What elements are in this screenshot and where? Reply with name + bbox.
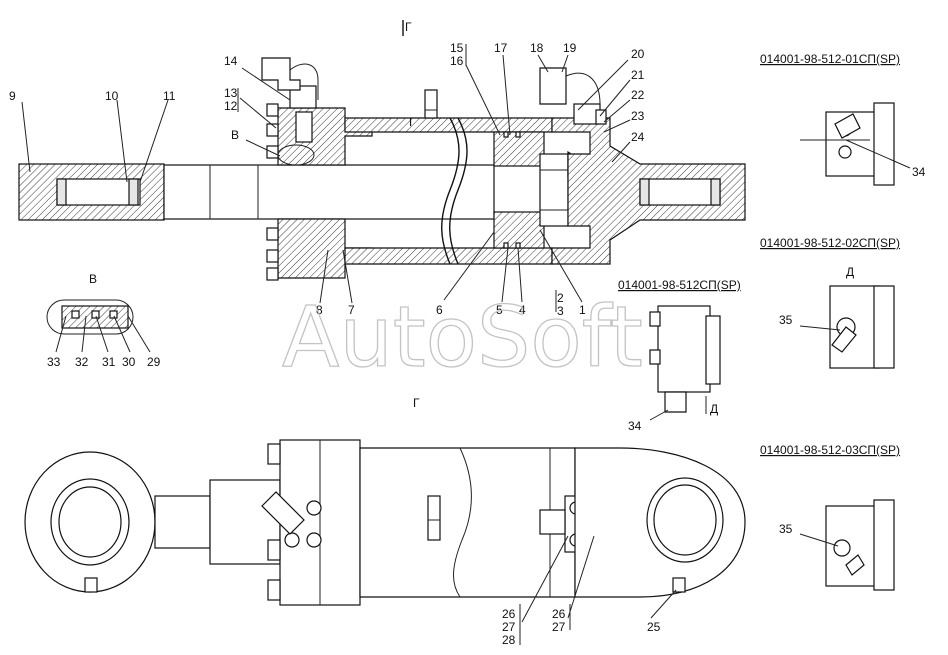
callout-18: 18	[530, 41, 544, 55]
variant-00: Д	[649, 305, 721, 416]
bottom-eye-bore	[639, 178, 721, 206]
svg-text:В: В	[231, 128, 239, 142]
callout-30: 30	[122, 355, 136, 369]
assembly-view: Г	[24, 396, 746, 606]
variant-titles: 014001-98-512-01СП(SP) 014001-98-512-02С…	[618, 52, 900, 457]
piston-rod	[163, 164, 495, 220]
callout-33: 33	[47, 355, 61, 369]
callout-5: 5	[496, 303, 503, 317]
callout-28: 28	[502, 633, 516, 647]
svg-text:Г: Г	[409, 115, 416, 129]
watermark: AutoSoft	[282, 288, 643, 386]
callout-32: 32	[75, 355, 89, 369]
callout-16: 16	[450, 54, 464, 68]
detail-v: В	[46, 272, 134, 335]
callout-34-a: 34	[912, 165, 926, 179]
svg-text:Д: Д	[846, 265, 854, 279]
svg-text:В: В	[89, 272, 97, 286]
callout-27-a: 27	[502, 620, 516, 634]
svg-text:Г: Г	[413, 396, 420, 410]
callout-12: 12	[224, 99, 238, 113]
callout-19: 19	[563, 41, 577, 55]
callout-34-b: 34	[628, 419, 642, 433]
callout-29: 29	[147, 355, 161, 369]
port-fitting-right	[539, 67, 567, 105]
port-fitting-left	[289, 85, 317, 109]
svg-text:Г: Г	[405, 20, 412, 34]
rod-eye-bore	[56, 178, 141, 206]
piston-upper	[493, 131, 545, 167]
callout-2: 2	[557, 291, 564, 305]
callout-6: 6	[436, 303, 443, 317]
callout-9: 9	[9, 89, 16, 103]
variant-title-03: 014001-98-512-03СП(SP)	[760, 443, 900, 457]
callout-14: 14	[224, 54, 238, 68]
callout-7: 7	[348, 303, 355, 317]
callout-4: 4	[519, 303, 526, 317]
callout-26-a: 26	[502, 607, 516, 621]
leader-lines	[21, 44, 911, 645]
gland-upper	[277, 107, 373, 166]
callout-23: 23	[631, 109, 645, 123]
callout-31: 31	[102, 355, 116, 369]
callout-labels: 9 10 11 14 13 12 15 16 17 18 19 20 21 22…	[9, 41, 926, 647]
sectional-view	[18, 57, 746, 281]
callout-10: 10	[105, 89, 119, 103]
callout-1: 1	[579, 303, 586, 317]
callout-17: 17	[494, 41, 508, 55]
variant-title-00: 014001-98-512СП(SP)	[618, 278, 741, 292]
port-fitting-bottom	[261, 491, 305, 535]
callout-3: 3	[557, 304, 564, 318]
variant-title-01: 014001-98-512-01СП(SP)	[760, 52, 900, 66]
callout-26-b: 26	[552, 607, 566, 621]
callout-20: 20	[631, 47, 645, 61]
callout-8: 8	[316, 303, 323, 317]
callout-24: 24	[631, 130, 645, 144]
callout-11: 11	[163, 89, 176, 103]
variant-title-02: 014001-98-512-02СП(SP)	[760, 236, 900, 250]
variant-02: Д	[829, 265, 895, 369]
callout-15: 15	[450, 41, 464, 55]
callout-13: 13	[224, 86, 238, 100]
tube-upper	[344, 117, 553, 133]
callout-25: 25	[647, 620, 661, 634]
variant-03	[825, 499, 895, 591]
callout-27-b: 27	[552, 620, 566, 634]
callout-35-b: 35	[779, 522, 793, 536]
callout-35-a: 35	[779, 313, 793, 327]
callout-22: 22	[631, 88, 645, 102]
piston-lower	[493, 211, 545, 249]
piston-nut	[539, 153, 569, 227]
svg-text:Д: Д	[710, 402, 718, 416]
variant-01	[800, 102, 895, 186]
callout-21: 21	[631, 68, 645, 82]
